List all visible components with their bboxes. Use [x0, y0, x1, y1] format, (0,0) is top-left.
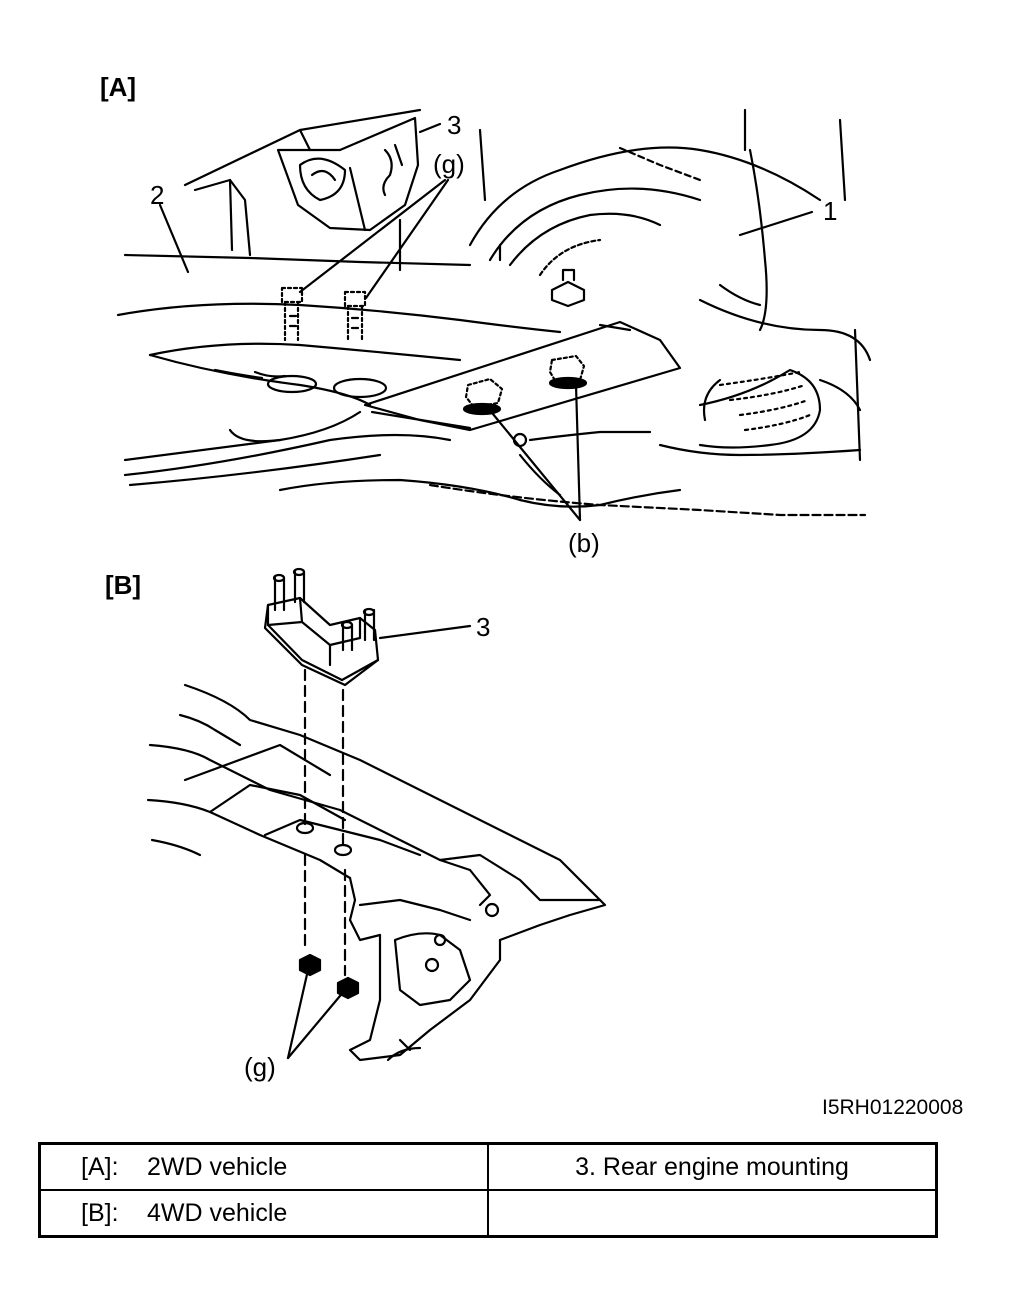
callout-1-view-a: 1: [823, 196, 838, 226]
legend-cell-right: 3. Rear engine mounting: [487, 1142, 938, 1191]
view-a-drawing: [116, 108, 872, 522]
callout-g-view-a: (g): [433, 149, 465, 179]
callout-2-view-a: 2: [150, 180, 165, 210]
legend-key: [A]:: [81, 1152, 119, 1181]
legend-row: [A]: 2WD vehicle 3. Rear engine mounting: [38, 1142, 938, 1191]
legend-cell-right: [487, 1189, 938, 1238]
legend-text: 4WD vehicle: [147, 1198, 288, 1227]
legend-text: 2WD vehicle: [147, 1152, 288, 1181]
callout-g-view-b: (g): [244, 1052, 276, 1082]
legend-table: [A]:2WD vehicle 3. Rear engine mounting …: [38, 1142, 938, 1238]
legend-row: [B]: 4WD vehicle: [38, 1189, 938, 1238]
view-b-drawing: [146, 567, 607, 1062]
figure-code: I5RH01220008: [822, 1096, 964, 1119]
section-b-label: [B]: [105, 570, 142, 600]
callout-3-view-b: 3: [476, 612, 491, 642]
legend-cell-left: [A]: 2WD vehicle: [38, 1142, 489, 1191]
callout-3-view-a: 3: [447, 110, 462, 140]
callout-b-view-a: (b): [568, 528, 600, 558]
legend-cell-left: [B]: 4WD vehicle: [38, 1189, 489, 1238]
legend-key: [B]:: [81, 1198, 119, 1227]
section-a-label: [A]: [100, 72, 137, 102]
